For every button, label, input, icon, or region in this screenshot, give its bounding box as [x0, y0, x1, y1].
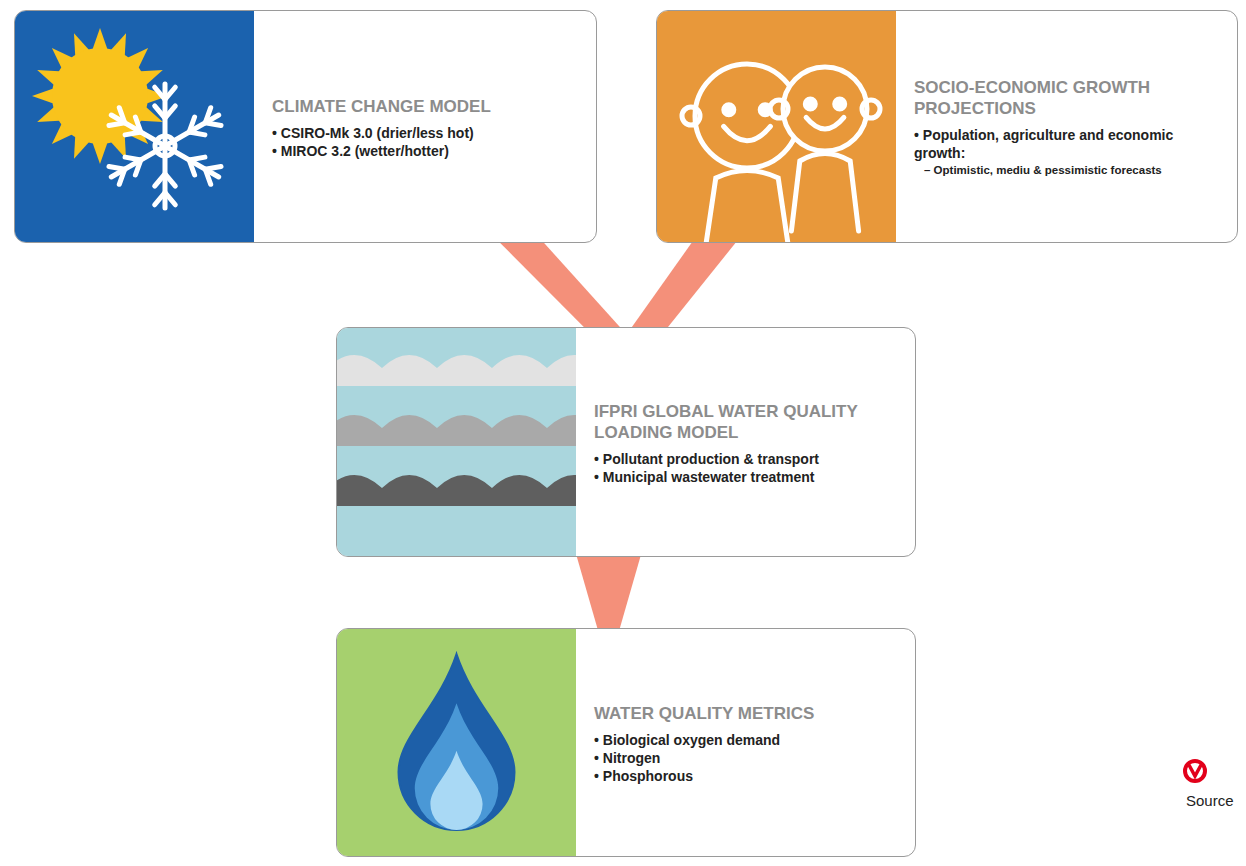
model-box: SOCIO-ECONOMIC GROWTH PROJECTIONS • Popul… — [656, 10, 1238, 243]
bullet-text: • Phosphorous — [594, 767, 905, 785]
logo-symbol — [1180, 756, 1210, 786]
text-block: CLIMATE CHANGE MODEL • CSIRO-Mk 3.0 (drie… — [272, 96, 586, 160]
text-block: SOCIO-ECONOMIC GROWTH PROJECTIONS • Popul… — [914, 77, 1227, 178]
drop-icon — [399, 654, 515, 830]
text-block: WATER QUALITY METRICS • Biological oxygen… — [594, 703, 905, 785]
sun-icon — [32, 28, 221, 208]
faces-icon — [682, 64, 880, 243]
icon-panel — [337, 328, 576, 557]
icon-panel — [337, 629, 576, 857]
flow-band — [499, 242, 621, 328]
flow-band — [577, 556, 641, 629]
bullet-text: • Biological oxygen demand — [594, 731, 905, 749]
model-box: CLIMATE CHANGE MODEL • CSIRO-Mk 3.0 (drie… — [14, 10, 597, 243]
bullet-text: • Pollutant production & transport — [594, 450, 905, 468]
bullet-text: • Municipal wastewater treatment — [594, 468, 905, 486]
bullet-text: • Population, agriculture and economic g… — [914, 126, 1227, 162]
icon-panel — [657, 11, 896, 243]
text-block: IFPRI GLOBAL WATER QUALITY LOADING MODEL… — [594, 401, 905, 486]
box-heading: WATER QUALITY METRICS — [594, 703, 905, 724]
bullet-text: • Nitrogen — [594, 749, 905, 767]
box-heading: SOCIO-ECONOMIC GROWTH PROJECTIONS — [914, 77, 1227, 119]
flow-band — [631, 242, 736, 328]
bullet-text: • MIROC 3.2 (wetter/hotter) — [272, 142, 586, 160]
box-heading: IFPRI GLOBAL WATER QUALITY LOADING MODEL — [594, 401, 905, 443]
box-heading: CLIMATE CHANGE MODEL — [272, 96, 586, 117]
source-note: Source — [1186, 792, 1234, 809]
bullet-text: – Optimistic, mediu & pessimistic foreca… — [914, 162, 1227, 178]
bullet-text: • CSIRO-Mk 3.0 (drier/less hot) — [272, 124, 586, 142]
waves-icon — [337, 355, 576, 520]
model-box: WATER QUALITY METRICS • Biological oxygen… — [336, 628, 916, 857]
model-box: IFPRI GLOBAL WATER QUALITY LOADING MODEL… — [336, 327, 916, 557]
icon-panel — [15, 11, 254, 243]
